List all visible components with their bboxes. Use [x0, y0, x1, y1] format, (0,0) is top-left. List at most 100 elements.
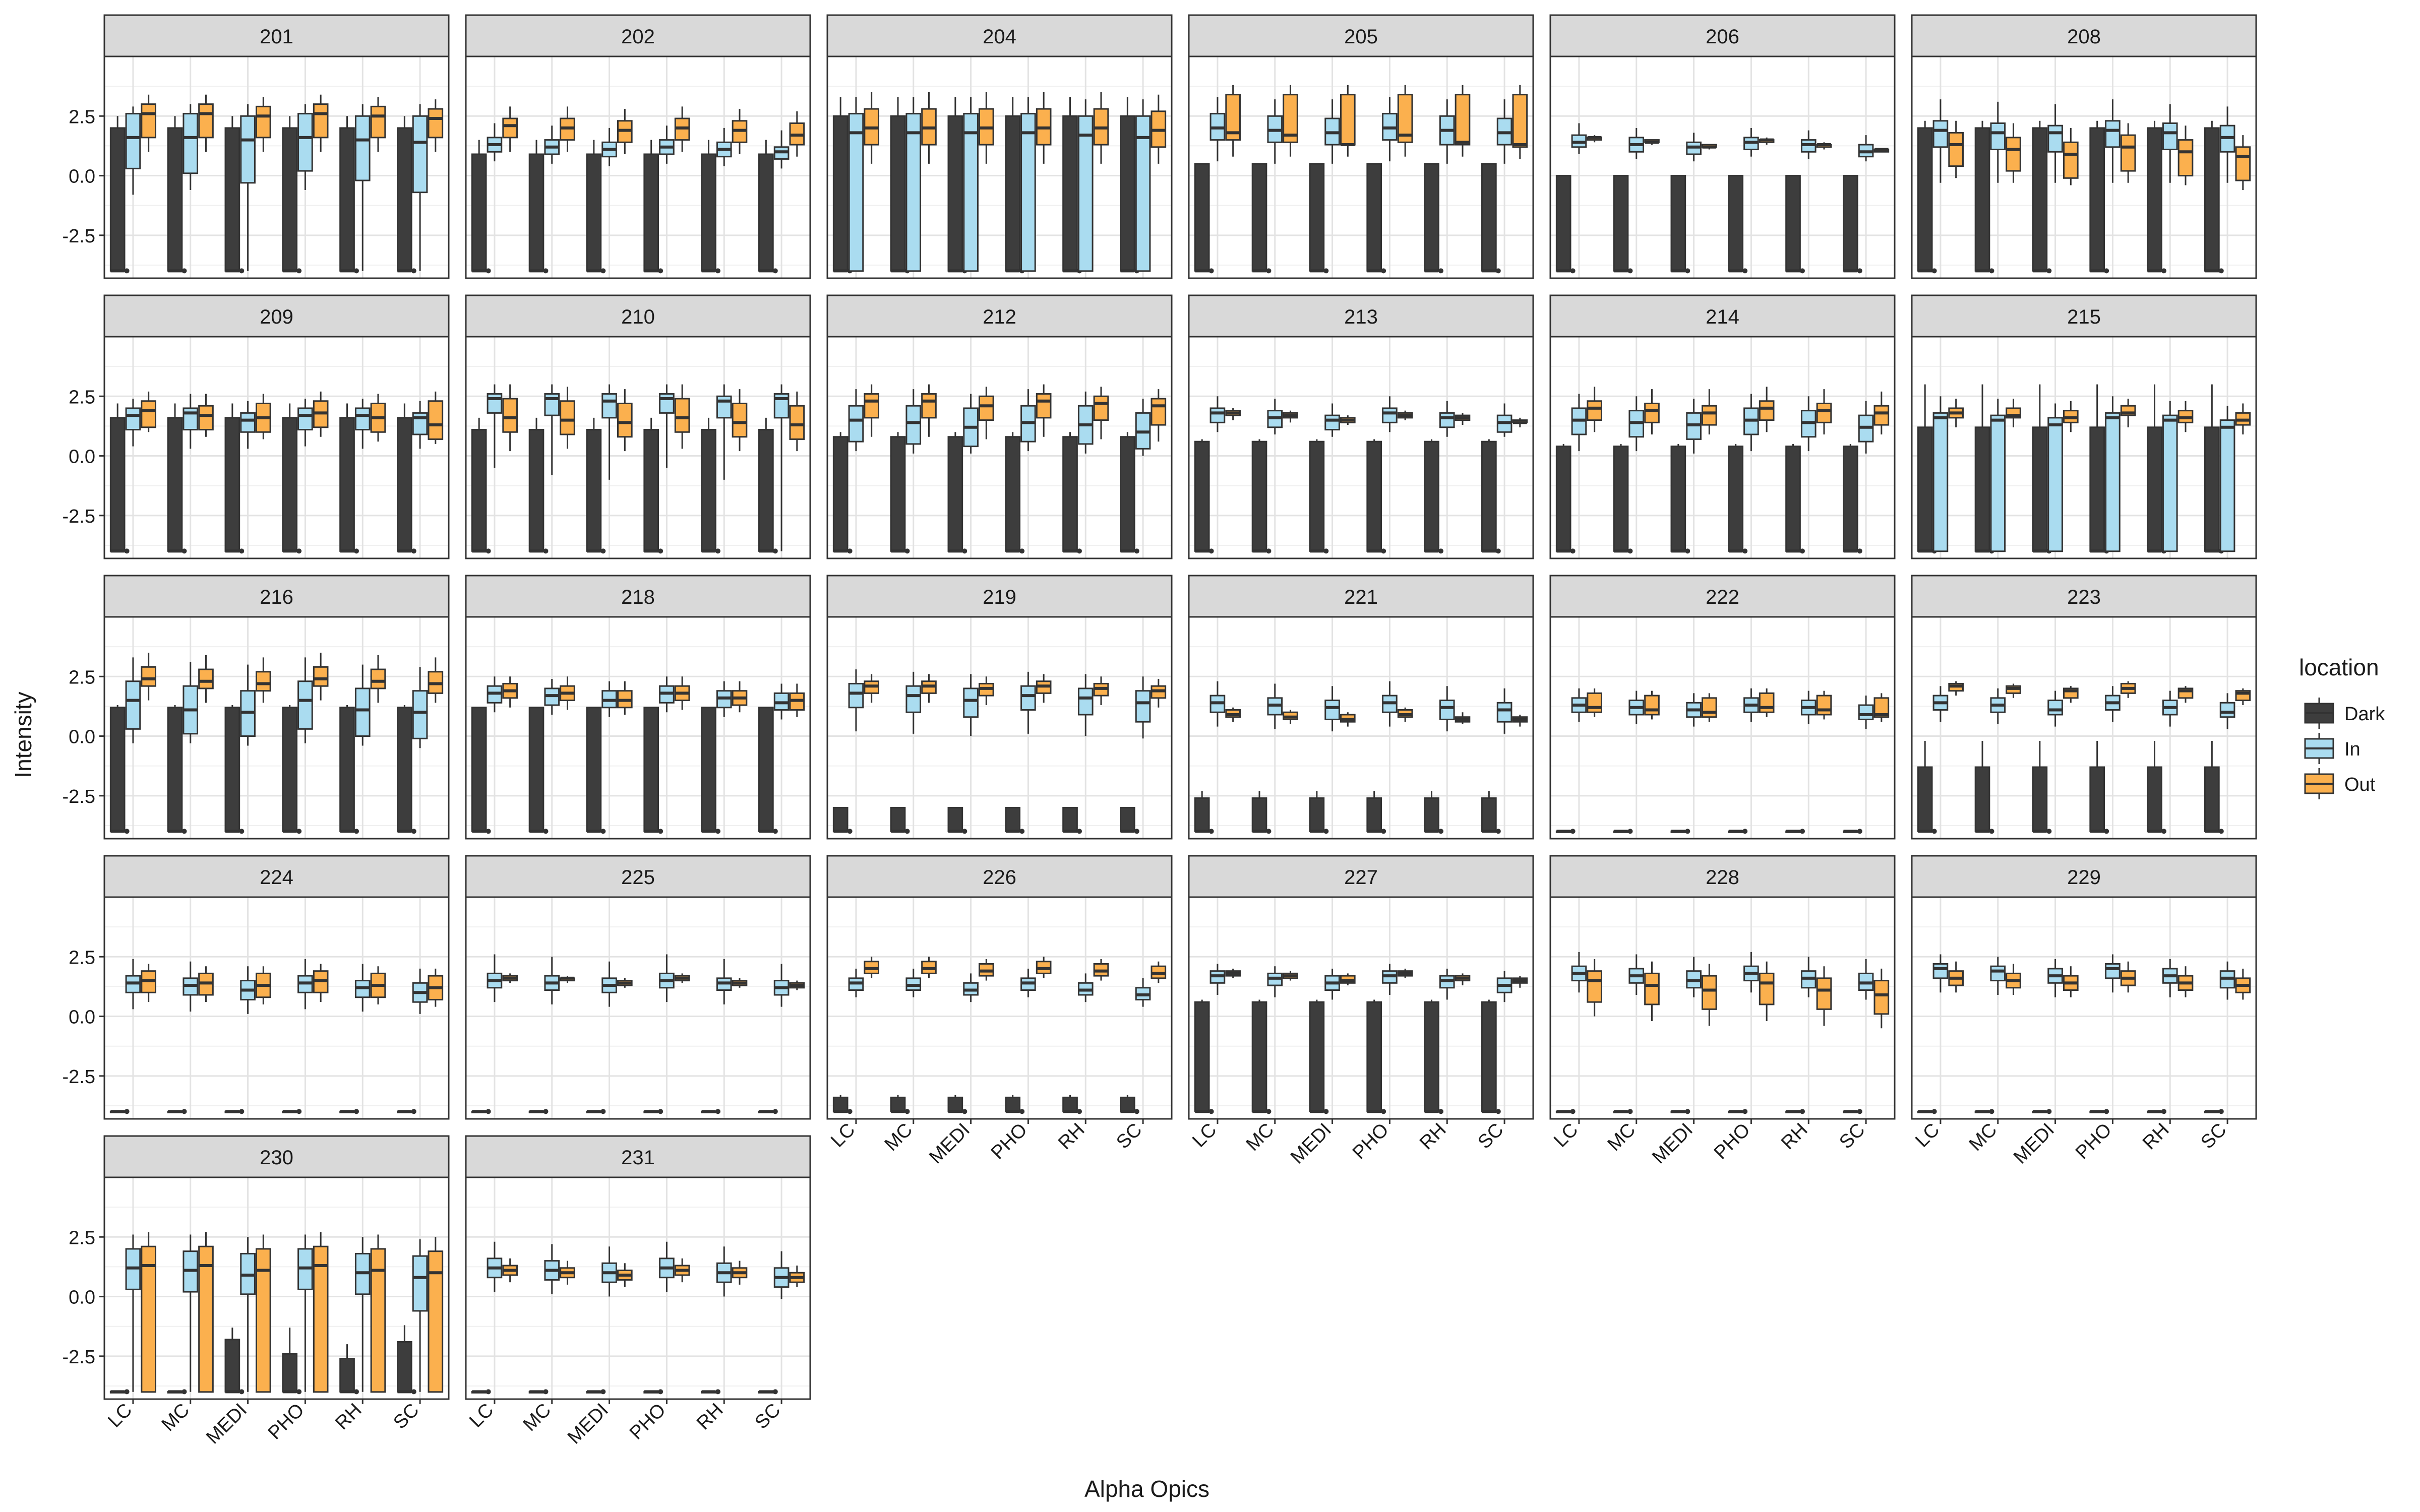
outlier-point: [182, 829, 187, 834]
box-body: [1644, 402, 1660, 423]
outlier-point: [1134, 829, 1139, 834]
box-dark-lc: [832, 97, 853, 274]
box-body: [1324, 700, 1340, 720]
box-body: [1843, 446, 1858, 552]
box-in-medi: [1324, 686, 1340, 732]
box-body: [832, 1096, 849, 1112]
box-body: [1990, 414, 2006, 552]
panel-background: [1912, 337, 2256, 558]
panel-background: [1189, 56, 1533, 278]
box-in-lc: [1571, 688, 1587, 722]
outlier-point: [182, 548, 187, 554]
panel-224: 224: [103, 855, 450, 1120]
box-out-rh: [732, 681, 748, 713]
outlier-point: [543, 1389, 549, 1395]
box-dark-sc: [2204, 1109, 2224, 1114]
box-body: [1816, 695, 1832, 716]
box-out-sc: [1512, 85, 1528, 159]
box-out-medi: [1340, 973, 1356, 986]
box-dark-sc: [397, 1109, 416, 1114]
panel-background: [1912, 897, 2256, 1119]
panel-border: [465, 1176, 811, 1400]
panel-background: [104, 897, 449, 1119]
box-out-sc: [1873, 148, 1890, 153]
box-out-lc: [1587, 135, 1602, 143]
box-dark-rh: [2147, 1109, 2166, 1114]
box-in-lc: [125, 1234, 141, 1392]
box-body: [1151, 398, 1167, 426]
box-out-pho: [1036, 92, 1052, 164]
box-out-sc: [2235, 403, 2251, 434]
box-body: [586, 429, 602, 552]
facet-strip: [826, 294, 1173, 338]
outlier-point: [715, 268, 720, 274]
box-body: [1251, 440, 1267, 552]
box-dark-pho: [282, 1109, 302, 1114]
box-in-mc: [183, 104, 199, 190]
outlier-point: [353, 548, 359, 554]
box-in-rh: [1439, 968, 1455, 1000]
box-body: [1251, 1001, 1267, 1112]
outlier-point: [124, 548, 130, 554]
box-out-medi: [617, 681, 633, 715]
gridlines: [1189, 56, 1533, 278]
box-in-sc: [1135, 978, 1151, 1007]
outlier-point: [847, 1109, 853, 1114]
box-out-rh: [1816, 142, 1832, 150]
outlier-point: [2218, 1109, 2224, 1114]
box-out-pho: [313, 391, 329, 437]
outlier-point: [182, 1389, 187, 1395]
facet-label: 202: [621, 26, 655, 48]
boxes: [1555, 123, 1890, 274]
panel-223: 223: [1911, 575, 2257, 840]
box-body: [1728, 175, 1744, 272]
panel-border: [1549, 336, 1896, 559]
box-body: [109, 127, 126, 272]
box-in-pho: [1020, 968, 1036, 997]
boxes: [471, 106, 805, 274]
box-out-pho: [313, 652, 329, 701]
box-body: [198, 668, 214, 689]
facet-strip: [103, 14, 450, 57]
box-body: [848, 682, 864, 709]
box-body: [1873, 980, 1890, 1015]
box-dark-medi: [2032, 384, 2052, 554]
box-dark-mc: [1974, 1109, 1994, 1114]
outlier-point: [658, 268, 663, 274]
outlier-point: [2046, 1109, 2052, 1114]
panel-205: 205: [1188, 14, 1534, 279]
box-body: [487, 393, 503, 414]
box-out-sc: [428, 968, 444, 1007]
boxes: [109, 652, 444, 834]
outlier-point: [124, 268, 130, 274]
box-body: [2105, 412, 2121, 552]
box-body: [2235, 146, 2251, 181]
box-body: [2204, 127, 2220, 272]
gridlines: [1189, 617, 1533, 839]
box-dark-mc: [528, 140, 549, 274]
box-dark-medi: [1670, 175, 1690, 274]
box-body: [1309, 1001, 1325, 1112]
box-in-pho: [659, 954, 675, 1002]
outlier-point: [2161, 268, 2166, 274]
box-in-medi: [1686, 957, 1702, 997]
box-out-sc: [789, 111, 805, 157]
box-out-pho: [2120, 399, 2136, 427]
box-in-sc: [412, 968, 428, 1014]
box-body: [198, 405, 214, 431]
box-body: [1209, 407, 1226, 423]
box-dark-lc: [109, 403, 130, 554]
facet-label: 228: [1706, 866, 1739, 889]
box-out-rh: [1816, 690, 1832, 720]
box-body: [1382, 407, 1398, 423]
box-dark-pho: [1005, 1095, 1025, 1114]
facet-label: 204: [983, 26, 1016, 48]
box-dark-rh: [1424, 791, 1443, 834]
box-out-pho: [2120, 961, 2136, 993]
box-in-rh: [716, 959, 732, 1004]
y-tick-label: -2.5: [63, 786, 95, 807]
box-body: [1036, 393, 1052, 419]
box-body: [397, 417, 412, 552]
box-out-rh: [370, 394, 386, 442]
